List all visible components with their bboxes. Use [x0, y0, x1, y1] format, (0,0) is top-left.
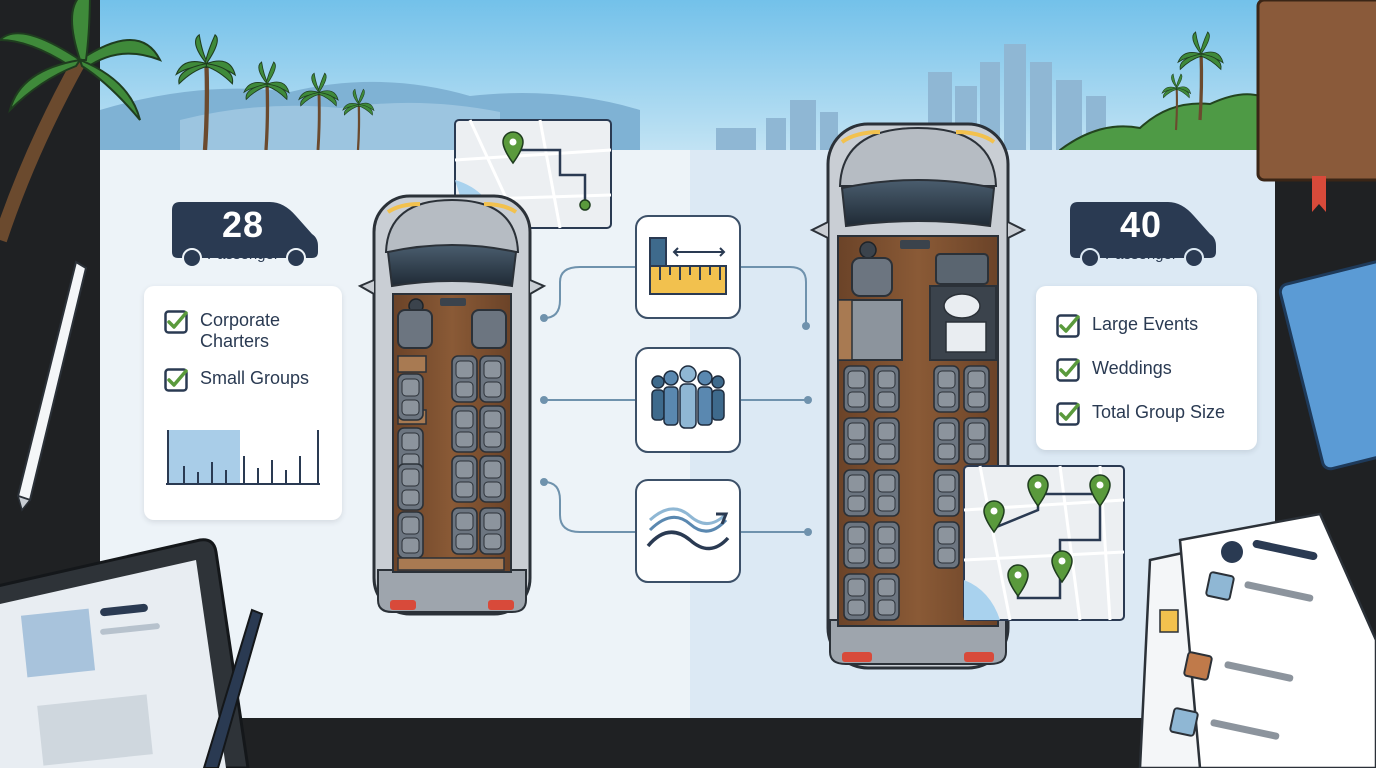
use-case-label: Weddings — [1092, 358, 1172, 378]
use-case-label: Total Group Size — [1092, 402, 1226, 422]
list-item: Corporate Charters — [164, 310, 330, 352]
list-item: Small Groups — [164, 368, 330, 392]
notebook — [1256, 0, 1376, 212]
capacity-gauge-icon — [166, 430, 320, 485]
van-28-floorplan — [357, 194, 547, 616]
route-flow-icon — [635, 479, 741, 583]
pen — [202, 608, 264, 768]
use-case-card-right: Large Events Weddings Total Group Size — [1036, 286, 1257, 450]
capacity-badge-40: 40 Passenger — [1066, 198, 1216, 264]
route-map-large — [963, 465, 1125, 621]
van-badge-shape-right — [1070, 202, 1216, 268]
tablet-device — [0, 538, 250, 768]
capacity-number: 28 — [221, 204, 265, 245]
use-case-label: Large Events — [1092, 314, 1199, 334]
use-case-card-left: Corporate Charters Small Groups — [144, 286, 342, 520]
list-item: Total Group Size — [1056, 402, 1262, 426]
people-group-icon — [635, 347, 741, 453]
checkbox-checked-icon — [164, 368, 188, 392]
use-case-label: Corporate Charters — [200, 310, 281, 351]
stylus-pen — [16, 260, 88, 512]
checkbox-checked-icon — [164, 310, 188, 334]
capacity-number: 40 — [1119, 204, 1163, 245]
capacity-label: Passenger — [1105, 246, 1177, 263]
checkbox-checked-icon — [1056, 402, 1080, 426]
checkbox-checked-icon — [1056, 314, 1080, 338]
ruler-icon — [635, 215, 741, 319]
foreground-palm — [0, 0, 163, 243]
van-badge-shape-left — [172, 202, 318, 268]
capacity-badge-28: 28 Passenger — [168, 198, 318, 264]
use-case-label: Small Groups — [200, 368, 310, 388]
list-item: Weddings — [1056, 358, 1262, 382]
connector-lines — [543, 266, 808, 533]
document-pages — [1138, 512, 1376, 768]
list-item: Large Events — [1056, 314, 1262, 338]
mountains-back — [180, 102, 500, 155]
checkbox-checked-icon — [1056, 358, 1080, 382]
blue-booklet — [1278, 259, 1376, 471]
capacity-label: Passenger — [207, 246, 279, 263]
